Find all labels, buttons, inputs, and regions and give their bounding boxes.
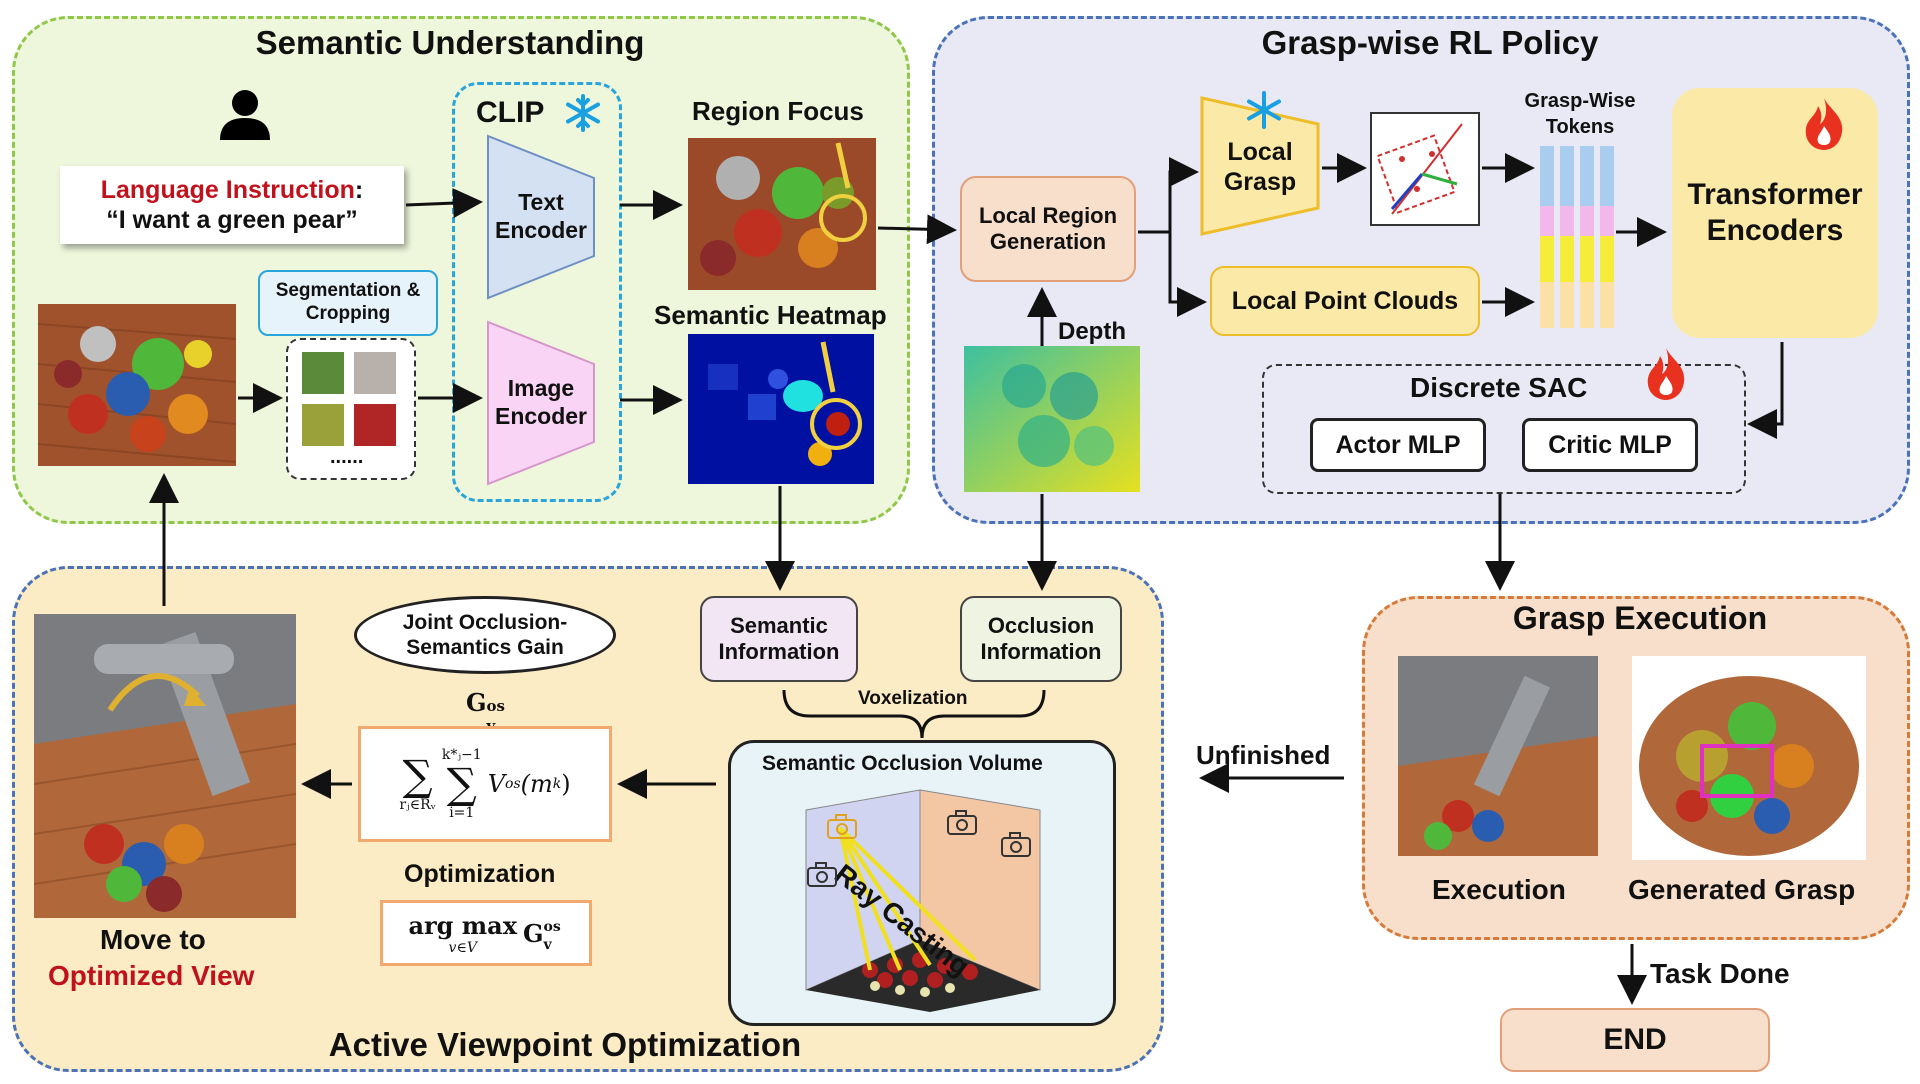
execution-image [1398, 656, 1598, 856]
occlusion-information-box: Occlusion Information [960, 596, 1122, 682]
text-encoder-shape [487, 134, 595, 300]
camera-icon [947, 810, 977, 835]
active-viewpoint-title: Active Viewpoint Optimization [328, 1026, 802, 1063]
joint-gain-ellipse: Joint Occlusion-Semantics Gain [354, 596, 616, 674]
voxelization-label: Voxelization [858, 688, 968, 709]
argmax-gain: G [523, 918, 544, 948]
argmax-sub: v∈V [448, 939, 477, 956]
curved-arrow-icon [107, 673, 206, 712]
camera-icon [807, 862, 837, 887]
flame-icon [1647, 348, 1685, 400]
image-encoder-shape [487, 320, 595, 486]
formula-vos-sub: os [505, 776, 521, 792]
grasp-policy-title: Grasp-wise RL Policy [1261, 24, 1599, 61]
inner-sum-sub: i=1 [449, 805, 475, 821]
depth-image [964, 346, 1140, 492]
gain-sup: os [486, 697, 505, 715]
local-region-generation-box: Local Region Generation [960, 176, 1136, 282]
outer-sum-sub: rⱼ∈Rᵥ [399, 797, 436, 813]
semantic-understanding-title: Semantic Understanding [255, 24, 645, 61]
image-encoder-label: Image Encoder [494, 375, 588, 429]
argmax-gain-sub: v [543, 937, 552, 953]
flame-icon [1805, 98, 1843, 150]
task-done-label: Task Done [1650, 958, 1790, 989]
crops-ellipsis: ...... [330, 446, 364, 468]
depth-label: Depth [1058, 318, 1126, 345]
move-to-label: Move to [100, 924, 206, 955]
region-focus-label: Region Focus [692, 96, 864, 126]
formula-arg-sub: k [552, 776, 562, 792]
camera-icon [827, 814, 857, 839]
semantic-information-box: Semantic Information [700, 596, 858, 682]
grasp-tokens-label: Grasp-Wise Tokens [1510, 88, 1650, 140]
instruction-text: “I want a green pear” [106, 206, 358, 234]
snowflake-icon [1247, 91, 1281, 129]
generated-grasp-image [1632, 656, 1866, 860]
grasp-execution-title: Grasp Execution [1512, 600, 1768, 636]
person-icon [220, 90, 270, 140]
gain-letter: G [466, 688, 487, 717]
crop-thumbnail [354, 352, 396, 394]
execution-label: Execution [1432, 874, 1566, 905]
local-grasp-shape [1200, 96, 1320, 236]
snowflake-icon [566, 94, 600, 132]
formula-vos: V [487, 770, 506, 798]
critic-mlp-box: Critic MLP [1522, 418, 1698, 472]
segmentation-box: Segmentation & Cropping [258, 270, 438, 336]
discrete-sac-container [1262, 364, 1746, 494]
argmax-gain-sup: os [543, 919, 561, 935]
grasp-tokens-text: Grasp-Wise Tokens [1524, 90, 1636, 138]
actor-mlp-box: Actor MLP [1310, 418, 1486, 472]
crop-thumbnail [354, 404, 396, 446]
inner-sum-sup: k*ⱼ−1 [441, 747, 482, 763]
ray-casting-visual [805, 789, 1041, 1012]
language-colon: : [354, 176, 364, 204]
crop-thumbnail [302, 404, 344, 446]
formula-arg: (m [520, 770, 553, 798]
text-encoder-label: Text Encoder [494, 189, 588, 243]
local-grasp-label: Local Grasp [1223, 138, 1297, 196]
transformer-encoders-box: Transformer Encoders [1672, 88, 1878, 338]
local-point-clouds-box: Local Point Clouds [1210, 266, 1480, 336]
clip-label: CLIP [476, 96, 545, 129]
formula-close: ) [561, 770, 571, 798]
language-instruction-box: Language Instruction: “I want a green pe… [60, 166, 404, 244]
semantic-heatmap-label: Semantic Heatmap [654, 300, 887, 330]
grasp-visual [1370, 112, 1480, 226]
crop-thumbnail [302, 352, 344, 394]
argmax-text: arg max [408, 910, 518, 940]
semantic-heatmap-image [688, 334, 874, 484]
robot-view-image [34, 614, 296, 918]
optimized-view-label: Optimized View [48, 960, 255, 991]
volume-title: Semantic Occlusion Volume [762, 752, 1043, 775]
optimization-label: Optimization [404, 860, 556, 888]
region-focus-image [688, 138, 876, 290]
scene-image [38, 304, 236, 466]
language-instruction-label: Language Instruction [100, 176, 355, 204]
camera-icon [1001, 832, 1031, 857]
generated-grasp-label: Generated Grasp [1628, 874, 1856, 905]
discrete-sac-label: Discrete SAC [1410, 372, 1588, 403]
grasp-tokens [1540, 146, 1614, 328]
end-box: END [1500, 1008, 1770, 1072]
